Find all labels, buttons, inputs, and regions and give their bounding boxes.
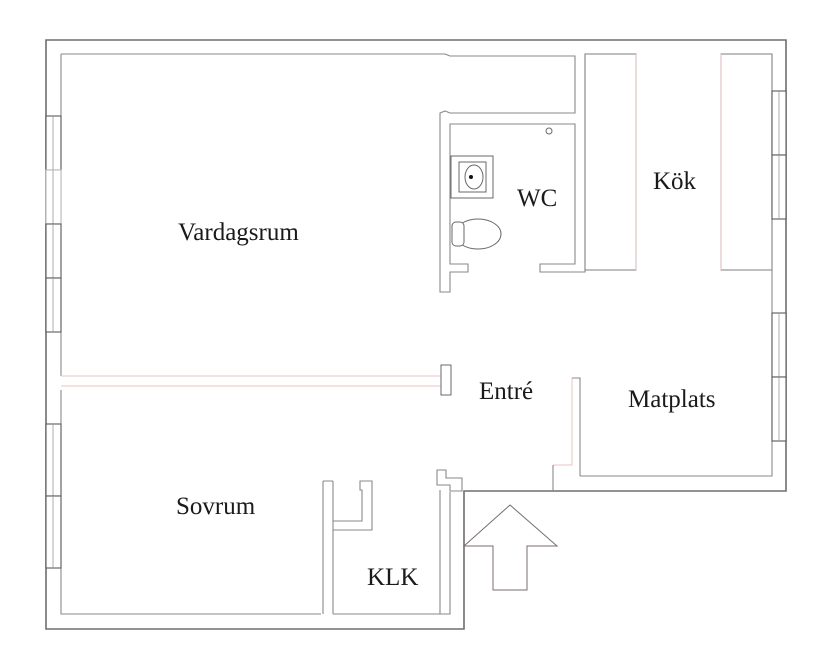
room-label-matplats: Matplats <box>628 386 716 413</box>
window-right-2 <box>771 312 787 442</box>
kitchen-counter-left <box>584 53 637 271</box>
klk-wall <box>322 480 441 614</box>
inner-wall-face <box>60 53 773 615</box>
room-label-wc: WC <box>517 185 558 212</box>
dining-partition-wall <box>552 377 581 476</box>
room-label-sovrum: Sovrum <box>176 493 256 520</box>
partition-end-cap <box>440 364 452 396</box>
entrance-arrow-icon <box>462 504 559 591</box>
window-left-1 <box>45 115 62 225</box>
window-left-2 <box>45 223 62 333</box>
wc-wall-fixture-icon <box>545 127 553 135</box>
room-label-vardagsrum: Vardagsrum <box>178 219 299 246</box>
wc-sink-drain-icon <box>469 175 473 179</box>
room-label-kok: Kök <box>653 168 697 195</box>
door-frame-marker <box>436 469 463 492</box>
dining-partition <box>553 378 573 466</box>
wc-sink-basin <box>464 164 484 190</box>
wc-toilet-tank <box>451 221 465 247</box>
storage-block <box>439 53 586 293</box>
window-right-1 <box>771 90 787 220</box>
room-label-entre: Entré <box>479 378 534 405</box>
living-bedroom-partition <box>61 375 441 387</box>
room-label-klk: KLK <box>367 564 419 591</box>
kitchen-counter-right <box>720 53 773 271</box>
window-left-3 <box>45 423 62 569</box>
outer-wall <box>45 39 787 630</box>
